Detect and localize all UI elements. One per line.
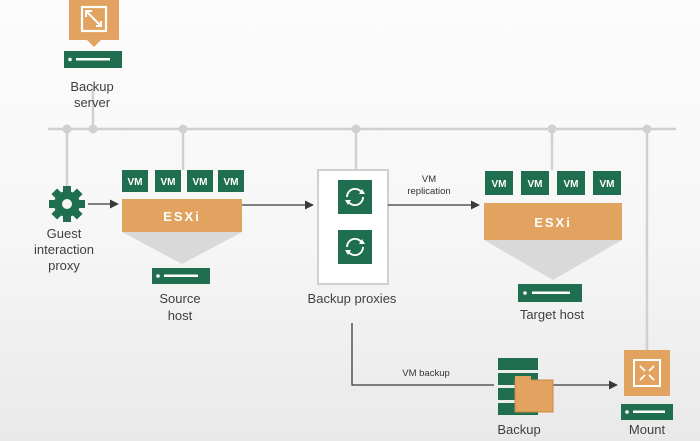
vm-box [218,170,244,192]
esxi-bar [122,199,242,232]
backup-server[interactable]: Backup server [64,0,122,110]
mount-server-label: Mount [629,422,666,437]
vm-label: VM [528,179,543,190]
server-icon [518,284,582,302]
source-vm-row: VM VM VM VM [122,170,244,192]
target-vm-row: VM VM VM VM [485,171,621,195]
guest-proxy-label-line2: interaction [34,242,94,257]
bus-node [178,124,188,134]
esxi-label: ESXi [534,215,572,230]
vm-box [557,171,585,195]
backup-proxies-label: Backup proxies [308,291,397,306]
vm-label: VM [193,177,208,188]
backup-proxies[interactable]: Backup proxies [308,169,397,306]
vm-box [155,170,181,192]
backup-server-label-line1: Backup [70,79,113,94]
replication-label-line1: VM [422,174,436,185]
gear-icon [49,186,85,222]
esxi-label: ESXi [163,209,201,224]
vm-box [593,171,621,195]
vm-label: VM [128,177,143,188]
bus-node [642,124,652,134]
backup-repository[interactable]: Backup [497,358,554,437]
source-host-label-line2: host [168,308,193,323]
host-funnel [122,232,242,264]
repository-icon [498,358,554,415]
vm-label: VM [224,177,239,188]
vm-backup-label: VM backup [402,368,450,379]
backup-repository-label: Backup [497,422,540,437]
server-icon [152,268,210,284]
vm-box [521,171,549,195]
source-host-label-line1: Source [159,291,200,306]
vm-box [122,170,148,192]
source-host[interactable]: VM VM VM VM ESXi Source host [122,170,244,323]
mount-server-icon [621,350,673,420]
sync-icon [338,230,372,264]
guest-interaction-proxy[interactable]: Guest interaction proxy [34,186,94,273]
guest-proxy-label-line3: proxy [48,258,80,273]
bus-node [88,124,98,134]
target-host[interactable]: VM VM VM VM ESXi Target host [484,171,622,322]
vm-label: VM [161,177,176,188]
backup-server-label-line2: server [74,95,111,110]
vm-label: VM [600,179,615,190]
target-host-label: Target host [520,307,585,322]
mount-server[interactable]: Mount [621,350,673,437]
sync-icon [338,180,372,214]
backup-flow-line [351,323,494,386]
vm-label: VM [492,179,507,190]
network-bus [48,85,676,352]
bus-node [351,124,361,134]
backup-server-icon [64,0,122,68]
host-funnel [484,240,622,280]
vm-box [485,171,513,195]
replication-label-line2: replication [407,186,450,197]
esxi-bar [484,203,622,240]
vm-label: VM [564,179,579,190]
vm-box [187,170,213,192]
guest-proxy-label-line1: Guest [47,226,82,241]
bus-node [547,124,557,134]
bus-node [62,124,72,134]
